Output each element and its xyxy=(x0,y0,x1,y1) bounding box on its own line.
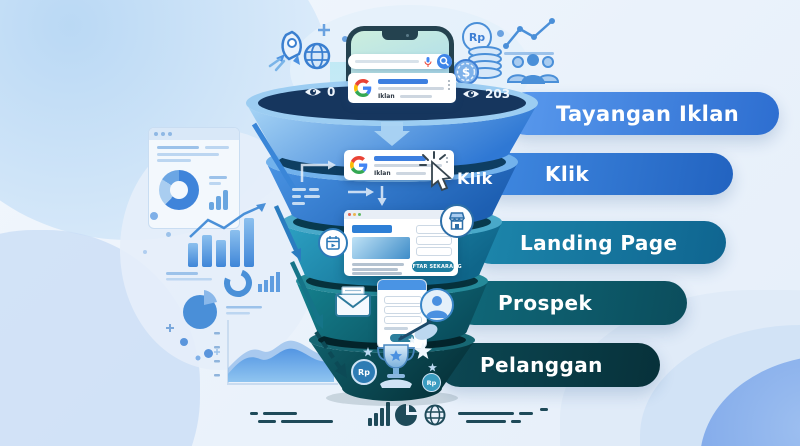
dollar-coin-label: $ xyxy=(462,66,470,80)
pie-charts-illustration xyxy=(166,269,280,361)
calendar-icon xyxy=(318,228,348,258)
search-icon xyxy=(439,56,450,67)
trend-chart-icon xyxy=(503,18,555,55)
pen-icon xyxy=(398,320,438,341)
area-chart-illustration xyxy=(214,320,338,385)
rocket-icon xyxy=(268,30,302,72)
coin-label: Rp xyxy=(426,378,437,387)
stage-pill-landing-page: Landing Page xyxy=(470,221,726,264)
star-icon xyxy=(414,342,432,359)
envelope-icon xyxy=(335,286,371,317)
phone-notch xyxy=(382,31,418,40)
bar-chart-illustration xyxy=(188,203,266,267)
bar-chart-icon xyxy=(368,402,390,426)
stage-pill-label: Landing Page xyxy=(520,230,678,255)
stage-pill-tayangan-iklan: Tayangan Iklan xyxy=(505,92,779,135)
coins-icon: $ xyxy=(453,46,502,85)
google-logo xyxy=(354,79,372,97)
impressions-right: 203 xyxy=(462,87,510,101)
stage-pill-label: Prospek xyxy=(498,291,593,315)
globe-icon xyxy=(303,42,331,70)
stage-pill-prospek: Prospek xyxy=(452,281,687,325)
stage-pill-pelanggan: Pelanggan xyxy=(438,343,660,387)
people-icon xyxy=(506,54,560,84)
eye-icon xyxy=(463,90,479,98)
impressions-left: 0 xyxy=(304,85,335,99)
reward-coin-small: Rp xyxy=(422,373,441,392)
reward-coin-large: Rp xyxy=(351,359,377,385)
pie-chart-icon xyxy=(395,404,417,426)
search-bar[interactable] xyxy=(348,54,452,69)
stage2-overlay-label: Klik xyxy=(457,169,493,188)
cta-button-label: DAFTAR SEKARANG xyxy=(404,263,462,270)
plus-icon xyxy=(318,24,330,36)
ad-label: Iklan xyxy=(378,93,395,100)
star-icon xyxy=(428,363,437,372)
stage-pill-klik: Klik xyxy=(478,153,733,195)
coin-label: Rp xyxy=(358,367,370,377)
impression-count: 203 xyxy=(485,87,511,101)
cursor-icon xyxy=(419,151,453,192)
mic-icon[interactable] xyxy=(424,57,432,67)
stage-pill-label: Tayangan Iklan xyxy=(556,101,740,126)
analytics-card-illustration xyxy=(148,127,240,229)
star-icon xyxy=(408,336,416,344)
store-icon xyxy=(440,204,474,238)
star-icon xyxy=(363,347,373,357)
rupiah-badge-label: Rp xyxy=(468,30,486,44)
impression-count: 0 xyxy=(327,85,336,99)
cta-button[interactable]: DAFTAR SEKARANG xyxy=(404,261,462,272)
stage-pill-label: Pelanggan xyxy=(480,353,603,377)
search-button[interactable] xyxy=(437,54,452,69)
globe-grid-icon xyxy=(424,404,446,426)
search-ad-card[interactable]: Iklan xyxy=(348,73,456,103)
analytics-card-header xyxy=(149,128,239,140)
stage-pill-label: Klik xyxy=(545,162,590,186)
eye-icon xyxy=(305,88,321,96)
flow-doodles xyxy=(292,160,387,206)
